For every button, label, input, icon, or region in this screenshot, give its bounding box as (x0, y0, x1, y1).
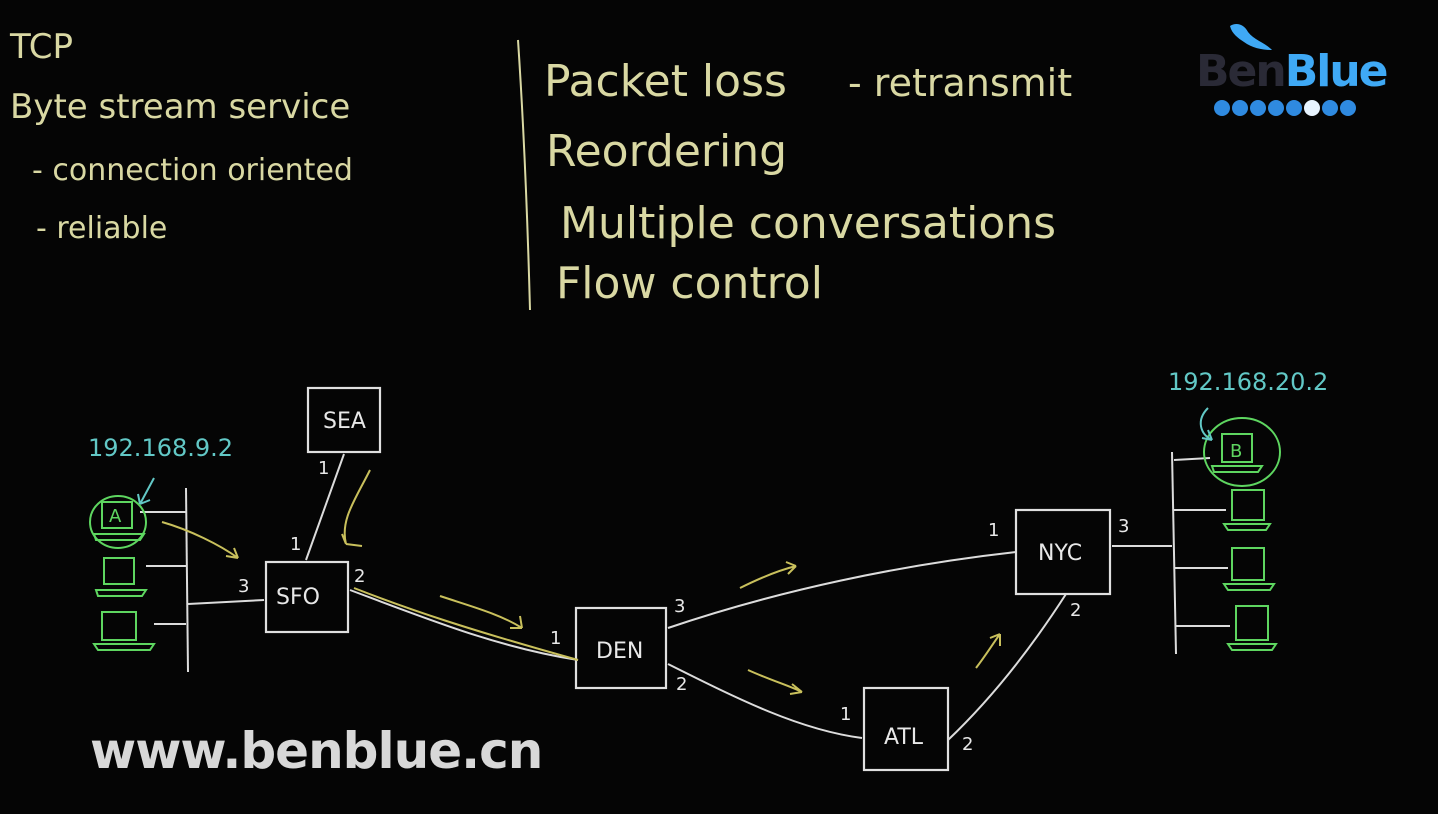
host-r3 (1222, 547, 1276, 591)
flow-arrow-host-to-sfo (161, 521, 239, 559)
host-2 (94, 557, 148, 597)
host-r2-base (1222, 523, 1272, 531)
ip-right-pointer-arrow (1199, 407, 1213, 441)
nyc-port-2: 2 (1070, 600, 1081, 621)
right-lan-drops (1173, 457, 1230, 627)
sfo-port-2: 2 (354, 566, 365, 587)
host-3-monitor (101, 611, 137, 641)
logo-dots (1214, 100, 1356, 116)
sea-port-1: 1 (318, 458, 329, 479)
host-b: B (1203, 417, 1281, 487)
router-sea (306, 386, 382, 454)
host-2-base (94, 589, 148, 597)
router-nyc (1014, 508, 1112, 596)
host-3 (92, 611, 156, 651)
host-b-monitor (1221, 433, 1253, 463)
router-atl (862, 686, 950, 772)
sfo-port-3: 3 (238, 576, 249, 597)
ip-left-pointer-arrow (137, 477, 155, 505)
link-den-atl (667, 663, 863, 739)
den-port-3: 3 (674, 596, 685, 617)
router-den (574, 606, 668, 690)
router-sea-label: SEA (323, 409, 366, 434)
host-r4 (1226, 605, 1278, 651)
nyc-port-3: 3 (1118, 516, 1129, 537)
notes-title: TCP (9, 27, 73, 67)
nyc-port-1: 1 (988, 520, 999, 541)
router-sfo-label: SFO (276, 585, 320, 610)
atl-port-2: 2 (962, 734, 973, 755)
link-sfo-den (349, 589, 579, 661)
notes-retransmit: - retransmit (848, 61, 1072, 105)
host-b-circle (1203, 417, 1281, 487)
left-lan-bus (185, 487, 189, 673)
den-port-2: 2 (676, 674, 687, 695)
notes-divider (517, 39, 531, 311)
router-sfo (264, 560, 350, 634)
host-r4-base (1226, 643, 1278, 651)
flow-arrow-atl-nyc (975, 633, 1001, 669)
host-a: A (89, 495, 147, 549)
flow-arrows (161, 469, 1001, 695)
notes-flow-control: Flow control (556, 258, 823, 309)
notes-right: Packet loss - retransmit Reordering Mult… (544, 56, 1072, 309)
host-r2-monitor (1231, 489, 1265, 521)
flow-arrow-den-nyc (739, 561, 797, 589)
left-lan-drops (140, 511, 186, 625)
router-den-label: DEN (596, 639, 643, 664)
notes-multiple-conversations: Multiple conversations (560, 198, 1056, 249)
host-r4-monitor (1235, 605, 1269, 641)
host-a-label: A (109, 506, 122, 527)
link-sea-sfo (305, 453, 345, 561)
host-a-circle (89, 495, 147, 549)
link-lan-sfo (187, 599, 265, 605)
host-b-label: B (1230, 441, 1242, 462)
notes-bullet-connection-oriented: - connection oriented (32, 153, 353, 188)
flow-arrow-sfo-den (439, 595, 523, 629)
host-3-base (92, 643, 156, 651)
ip-label-left: 192.168.9.2 (88, 434, 233, 462)
den-port-1: 1 (550, 628, 561, 649)
notes-subtitle: Byte stream service (10, 87, 350, 127)
host-r3-monitor (1231, 547, 1265, 581)
atl-port-1: 1 (840, 704, 851, 725)
notes-reordering: Reordering (546, 126, 787, 177)
host-2-monitor (103, 557, 135, 585)
router-atl-label: ATL (884, 725, 924, 750)
logo-blue-text: Blue (1284, 46, 1389, 97)
router-nyc-label: NYC (1038, 541, 1082, 566)
host-r2 (1222, 489, 1272, 531)
host-a-base (92, 533, 146, 541)
sfo-port-1: 1 (290, 534, 301, 555)
notes-bullet-reliable: - reliable (36, 211, 167, 246)
flow-arrow-den-atl (747, 669, 803, 695)
logo-ben-text: Ben (1196, 46, 1287, 97)
link-den-nyc (667, 551, 1017, 629)
host-a-monitor (101, 501, 133, 529)
flow-arrow-sea-to-sfo (341, 469, 371, 547)
link-atl-nyc (947, 593, 1067, 741)
host-r3-base (1222, 583, 1276, 591)
brand-logo: BenBlue (1196, 46, 1389, 97)
notes-left: TCP Byte stream service - connection ori… (9, 27, 353, 246)
notes-packet-loss: Packet loss (544, 56, 787, 107)
host-b-base (1210, 465, 1264, 473)
logo-bird-icon (1230, 24, 1272, 50)
ip-label-right: 192.168.20.2 (1168, 368, 1328, 396)
flow-highlight-sfo-den (353, 587, 579, 661)
right-lan-bus (1171, 451, 1177, 655)
watermark-url: www.benblue.cn (90, 722, 543, 780)
